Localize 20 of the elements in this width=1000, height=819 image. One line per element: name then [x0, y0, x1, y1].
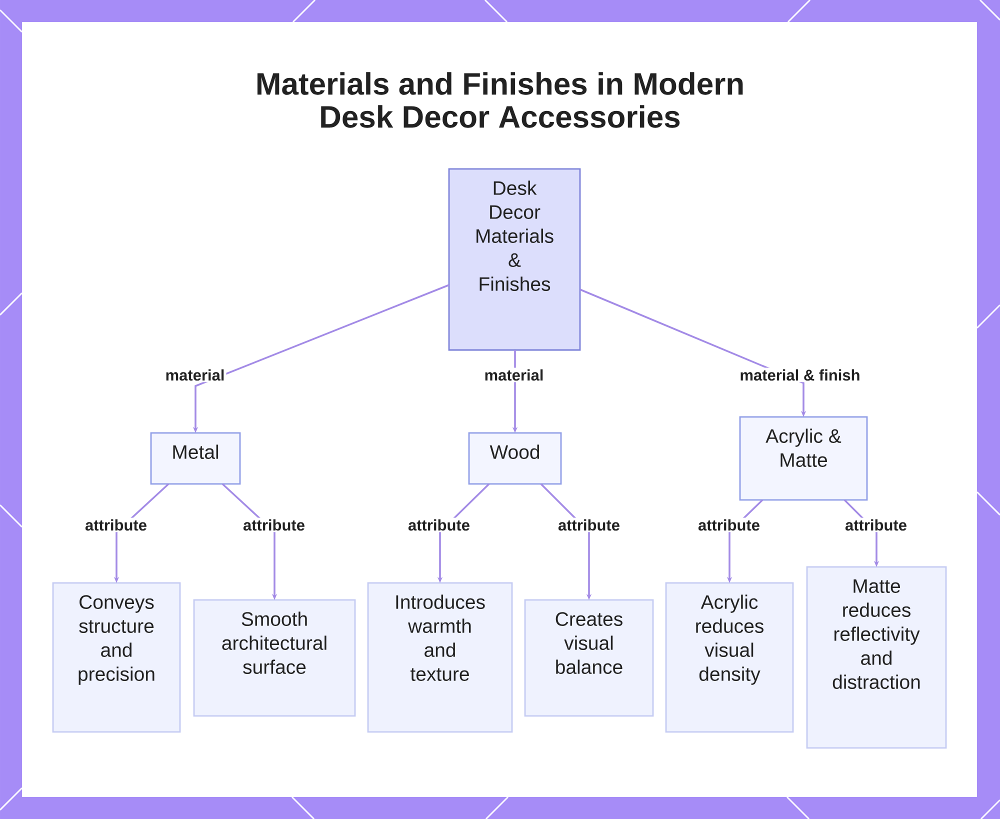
edge-label: attribute — [844, 518, 908, 532]
leaf-box: Acrylic reduces visual density — [665, 582, 794, 733]
leaf-box: Matte reduces reflectivity and distraction — [806, 566, 947, 749]
category-box: Metal — [150, 432, 241, 485]
edge-label: attribute — [84, 518, 148, 532]
category-box: Wood — [468, 432, 562, 485]
title: Materials and Finishes in Modern Desk Decor Accessories — [257, 72, 743, 128]
category-box: Acrylic & Matte — [739, 416, 868, 501]
edge-label: material — [164, 368, 226, 382]
root-box: Desk Decor Materials & Finishes — [448, 168, 581, 351]
leaf-box: Smooth architectural surface — [193, 599, 356, 717]
leaf-box: Conveys structure and precision — [52, 582, 181, 733]
edge-label: attribute — [556, 518, 622, 532]
edge-label: attribute — [406, 518, 472, 532]
edge-label: attribute — [696, 518, 762, 532]
edge-label: material — [482, 368, 546, 382]
edge-label: material & finish — [738, 368, 862, 382]
leaf-box: Introduces warmth and texture — [367, 582, 513, 733]
leaf-box: Creates visual balance — [524, 599, 654, 717]
edge-label: attribute — [242, 518, 306, 532]
